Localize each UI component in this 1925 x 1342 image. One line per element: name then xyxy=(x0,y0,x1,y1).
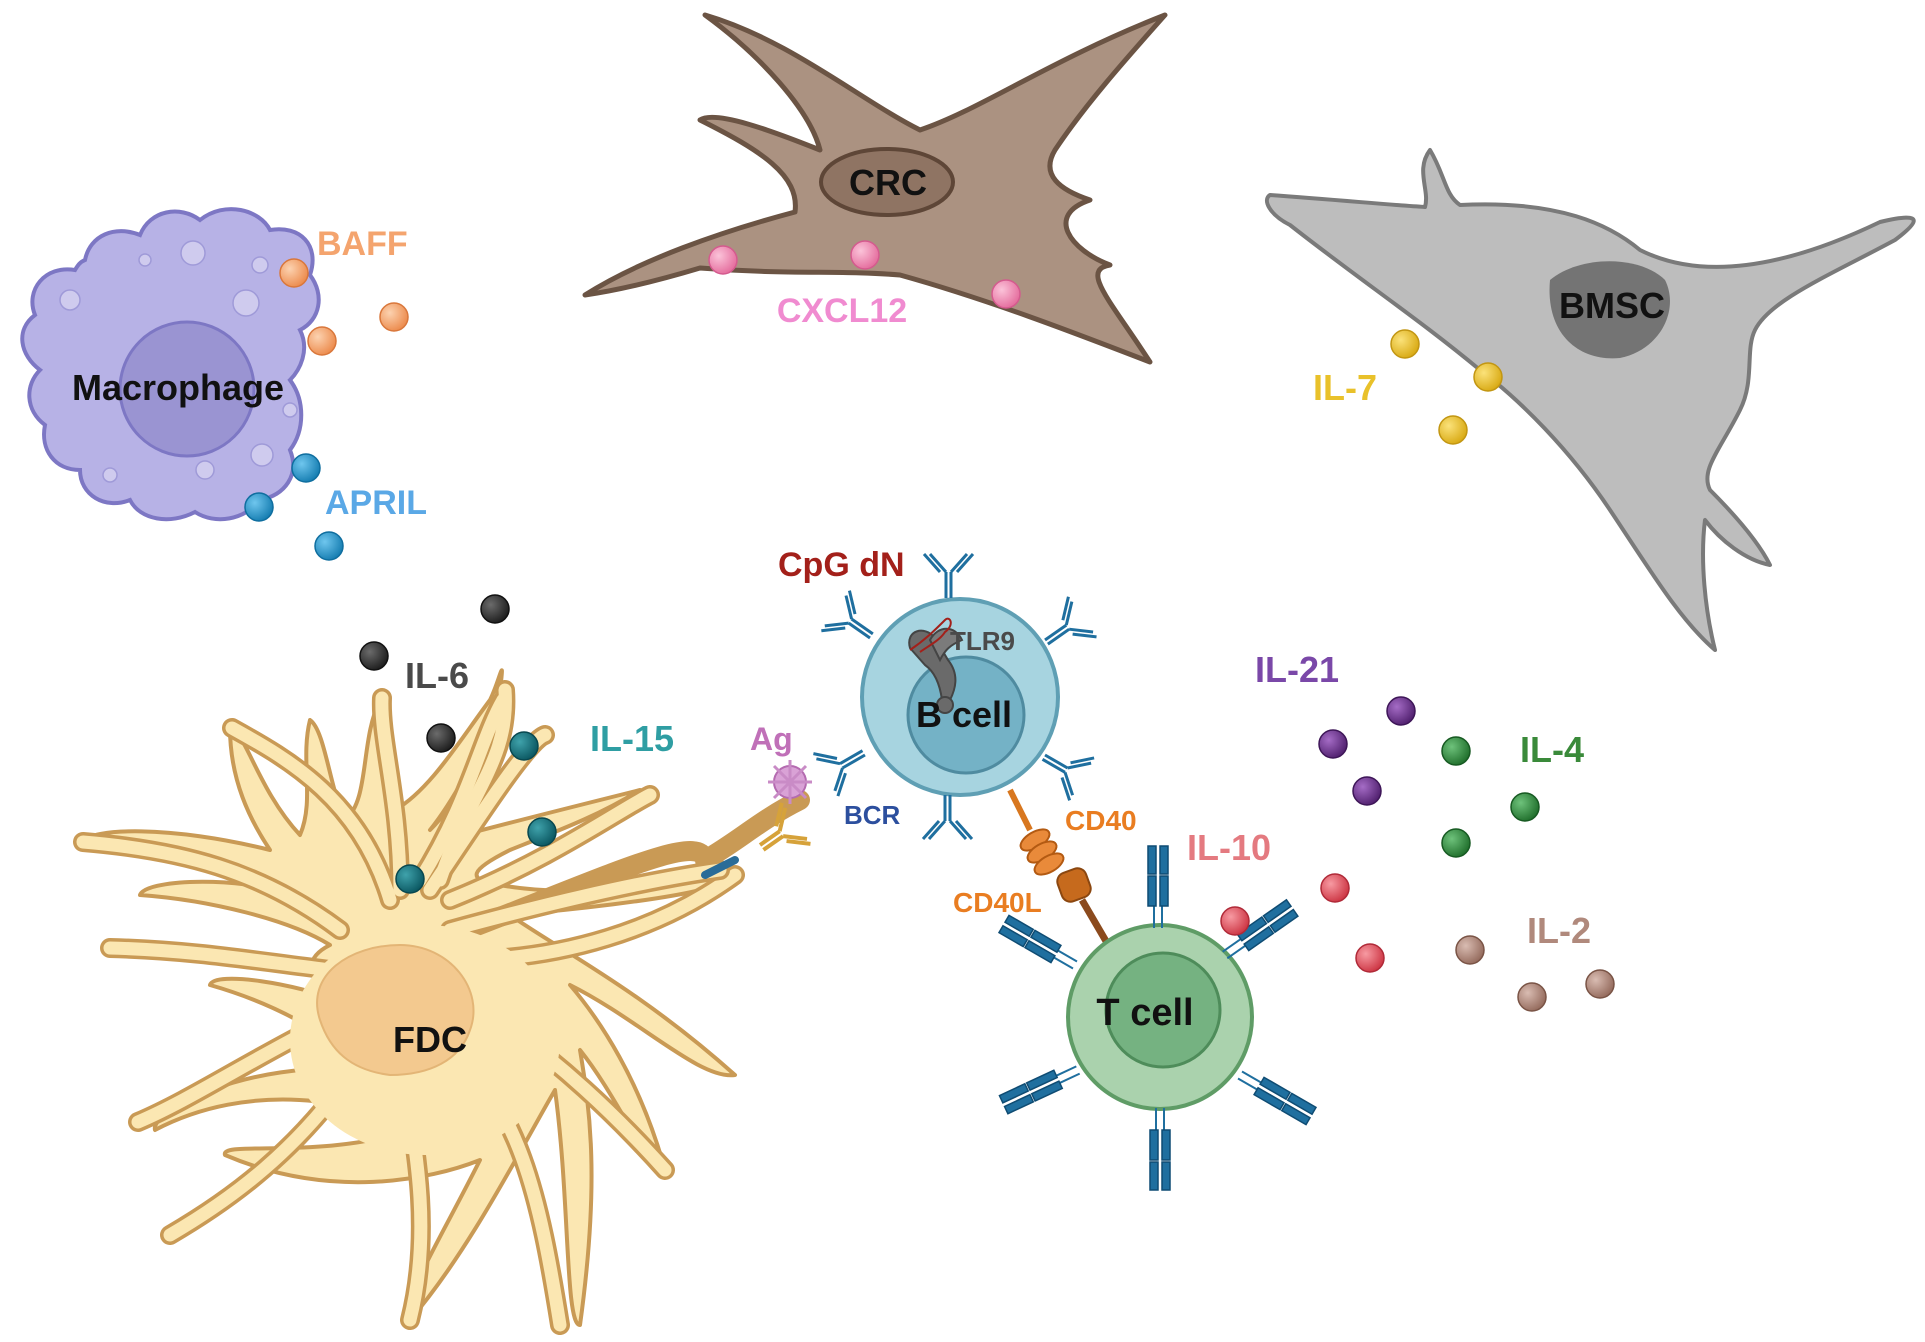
il10-particles xyxy=(1220,873,1385,973)
crc-label: CRC xyxy=(849,162,927,203)
bmsc-cell xyxy=(1264,148,1916,652)
b-cell-nucleus xyxy=(906,655,1026,775)
macrophage-cell xyxy=(20,207,321,522)
il21-particles xyxy=(1318,696,1416,806)
tlr9-receptor xyxy=(908,617,964,714)
cxcl12-particles xyxy=(708,240,1021,309)
bmsc-nucleus xyxy=(1549,261,1670,359)
cd40-cd40l-link xyxy=(1007,788,1114,950)
il2-label: IL-2 xyxy=(1527,910,1591,951)
bmsc-label: BMSC xyxy=(1559,285,1665,326)
cd40-stem xyxy=(1007,788,1033,832)
factor-labels: BAFF APRIL CXCL12 IL-7 IL-6 IL-15 IL-21 … xyxy=(317,225,1591,951)
cpg-label: CpG dN xyxy=(778,546,905,584)
macrophage-nucleus xyxy=(118,320,256,458)
ag-label: Ag xyxy=(750,721,793,757)
il21-label: IL-21 xyxy=(1255,649,1339,690)
tlr9-label: TLR9 xyxy=(950,626,1015,656)
il6-label: IL-6 xyxy=(405,655,469,696)
molecule-labels: CpG dN TLR9 Ag BCR CD40 CD40L xyxy=(750,546,1137,918)
fdc-immune-complex-antibody xyxy=(758,802,811,852)
cxcl12-label: CXCL12 xyxy=(777,292,907,330)
t-cell-label: T cell xyxy=(1096,992,1193,1034)
il10-label: IL-10 xyxy=(1187,827,1271,868)
cd40l-label: CD40L xyxy=(953,887,1042,918)
cell-labels: Macrophage CRC BMSC FDC B cell T cell xyxy=(72,162,1665,1060)
il6-particles xyxy=(359,594,510,753)
il15-particles xyxy=(395,731,557,894)
il7-particles xyxy=(1390,329,1503,445)
macrophage-vesicles xyxy=(59,240,298,483)
il4-label: IL-4 xyxy=(1520,729,1584,770)
crc-cell xyxy=(582,12,1168,365)
cd40-domains xyxy=(1019,828,1065,876)
t-cell xyxy=(997,845,1318,1191)
cd40-label: CD40 xyxy=(1065,805,1137,836)
il2-particles xyxy=(1455,935,1615,1012)
cd40l-stem xyxy=(1078,898,1114,950)
fdc-nucleus xyxy=(316,943,475,1077)
b-cell-label: B cell xyxy=(916,694,1012,735)
fdc-label: FDC xyxy=(393,1019,467,1060)
macrophage-label: Macrophage xyxy=(72,367,284,408)
fdc-fc-receptor xyxy=(701,856,739,879)
baff-label: BAFF xyxy=(317,225,408,263)
il15-label: IL-15 xyxy=(590,718,674,759)
fdc-cell xyxy=(73,668,810,1335)
bmsc-body xyxy=(1264,148,1916,652)
baff-particles xyxy=(279,258,409,356)
b-cell xyxy=(811,552,1099,841)
il4-particles xyxy=(1441,736,1540,858)
april-label: APRIL xyxy=(325,484,427,522)
fdc-antigen-complex xyxy=(701,760,812,879)
cd40l-head xyxy=(1056,867,1092,903)
t-cell-nucleus xyxy=(1104,951,1222,1069)
antigen-particle xyxy=(768,760,812,804)
april-particles xyxy=(244,453,344,561)
bcr-label: BCR xyxy=(844,800,901,830)
il7-label: IL-7 xyxy=(1313,367,1377,408)
crc-nucleus xyxy=(819,147,955,217)
